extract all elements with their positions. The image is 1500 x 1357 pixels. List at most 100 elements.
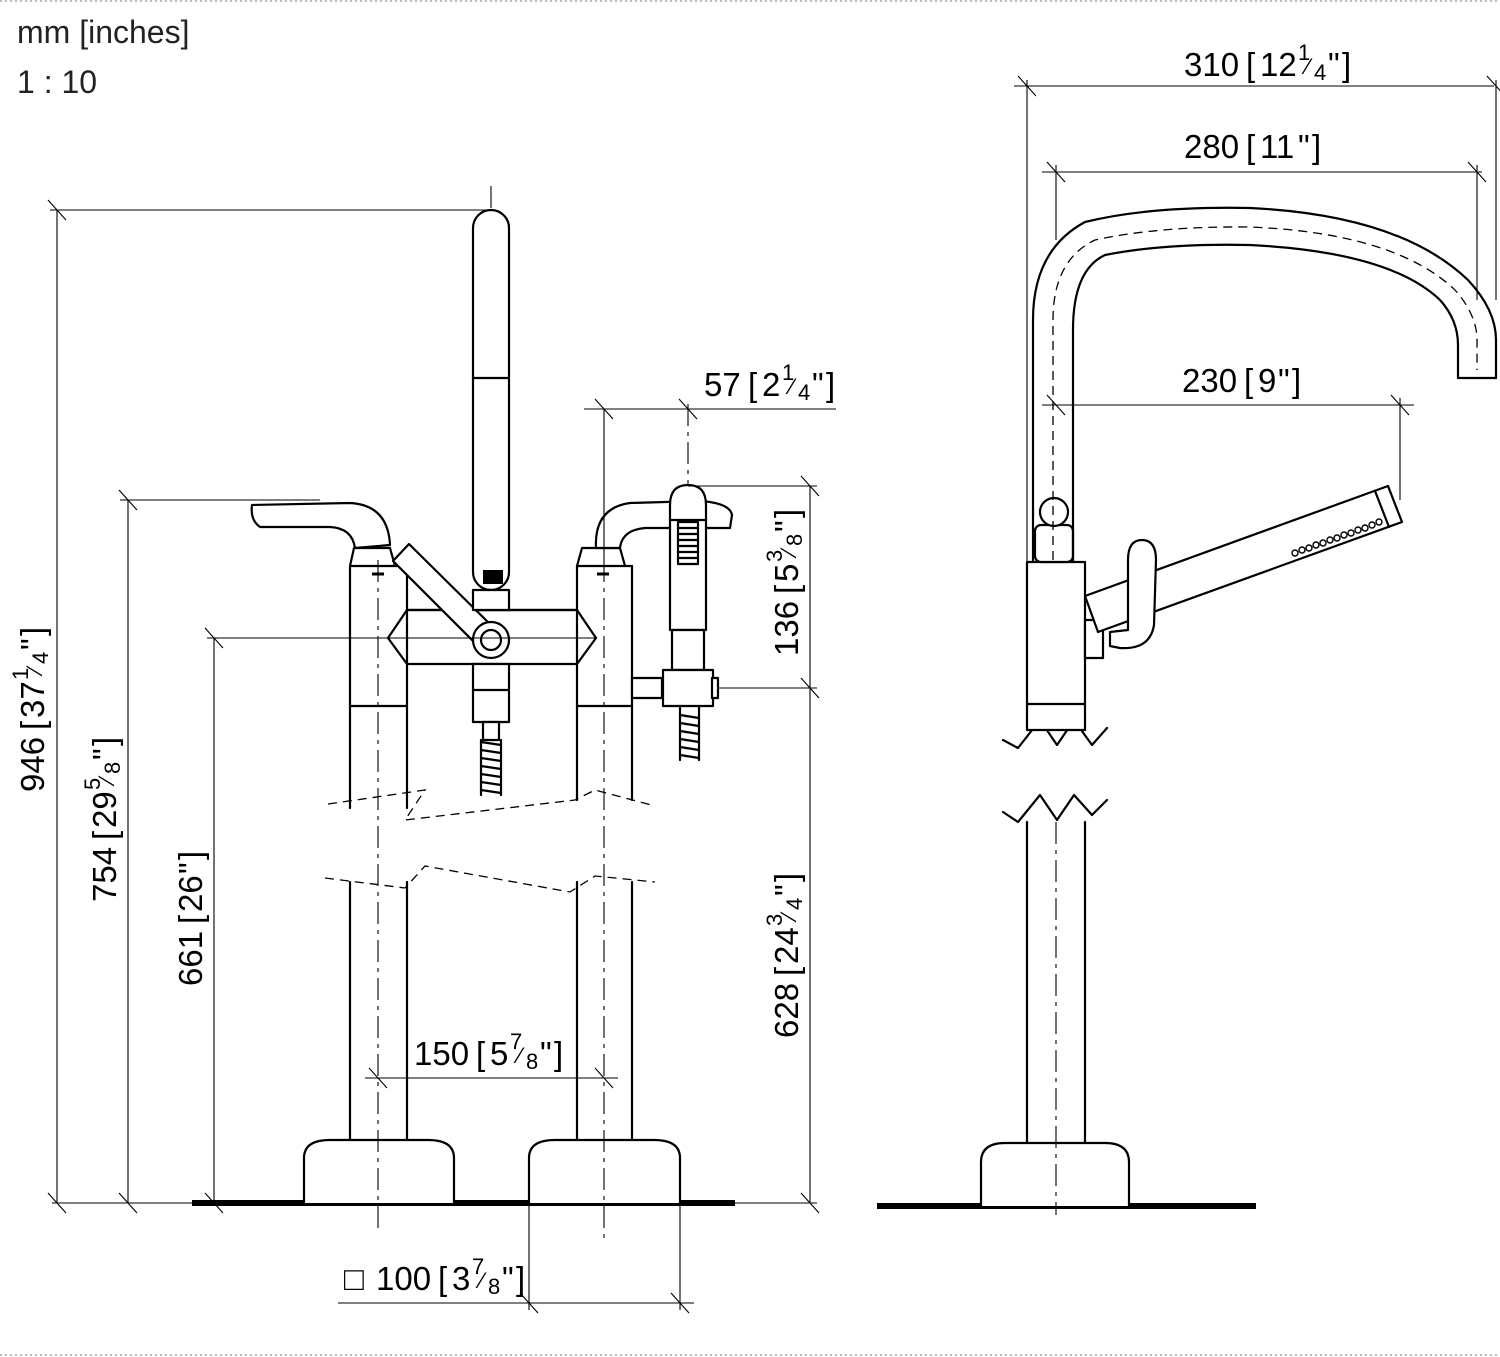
front-dimensions [47, 199, 836, 1314]
dim-label-661: 661 [ 26 " ] [172, 851, 209, 986]
svg-text:3: 3 [762, 914, 787, 926]
svg-text:[: [ [1246, 128, 1255, 165]
front-view [192, 186, 735, 1240]
side-view [877, 206, 1498, 1215]
dim-label-57: 57 [ 2 1 ⁄ 4 " ] [704, 360, 835, 405]
svg-text:[: [ [86, 831, 123, 840]
svg-text:[: [ [768, 585, 805, 594]
svg-text:": " [86, 748, 123, 760]
dim-label-150: 150 [ 5 7 ⁄ 8 " ] [414, 1029, 563, 1074]
handshower-front [471, 208, 511, 592]
lever-handle-right [594, 499, 734, 550]
svg-text:628: 628 [768, 983, 805, 1038]
dim-label-310: 310 [ 12 1 ⁄ 4 " ] [1184, 40, 1351, 85]
svg-text:": " [1328, 46, 1340, 83]
body-outlet [471, 662, 511, 724]
dim-label-280: 280 [ 11 " ] [1184, 128, 1321, 165]
svg-text:[: [ [14, 721, 51, 730]
svg-text:": " [1298, 128, 1310, 165]
dim-label-136: 136 [ 5 3 ⁄ 8 " ] [762, 509, 807, 656]
svg-text:29: 29 [86, 791, 123, 828]
svg-text:4: 4 [798, 380, 810, 405]
svg-text:1: 1 [1298, 40, 1310, 65]
svg-text:4: 4 [782, 898, 807, 910]
svg-text:": " [14, 638, 51, 650]
handshower-button [483, 570, 503, 584]
valve-top-right [575, 546, 627, 568]
svg-text:11: 11 [1260, 128, 1294, 165]
svg-text:]: ] [1342, 46, 1351, 83]
svg-text:3: 3 [452, 1260, 470, 1297]
handshower-holder [630, 483, 720, 762]
svg-text:37: 37 [14, 681, 51, 718]
svg-text:]: ] [172, 851, 209, 860]
svg-text:150: 150 [414, 1035, 469, 1072]
dim-label-946: 946 [ 37 1 ⁄ 4 " ] [8, 627, 53, 792]
svg-text:]: ] [14, 627, 51, 636]
svg-text:1: 1 [782, 360, 794, 385]
svg-text:3: 3 [762, 550, 787, 562]
svg-text:7: 7 [472, 1254, 484, 1279]
svg-text:8: 8 [488, 1274, 500, 1299]
svg-text:5: 5 [80, 778, 105, 790]
lever-handle-side [1108, 538, 1158, 650]
handshower-side [1083, 484, 1404, 634]
lever-handle-left [250, 501, 392, 550]
units-label: mm [inches] [17, 14, 190, 50]
svg-text:2: 2 [762, 366, 780, 403]
dim-label-754: 754 [ 29 5 ⁄ 8 " ] [80, 737, 125, 902]
svg-text:661: 661 [172, 931, 209, 986]
diverter-knob-inner [479, 628, 503, 652]
diverter-knob-side [1038, 496, 1070, 528]
dim-label-230: 230 [ 9 " ] [1182, 362, 1301, 399]
break-line-side-upper [1001, 718, 1109, 750]
base-left [302, 1138, 456, 1203]
svg-text:310: 310 [1184, 46, 1239, 83]
svg-text:7: 7 [510, 1029, 522, 1054]
base-side [979, 1141, 1131, 1206]
leg-left-lower [348, 880, 409, 1142]
svg-text:□: □ [344, 1260, 364, 1297]
svg-text:754: 754 [86, 847, 123, 902]
scale-label: 1 : 10 [17, 64, 98, 100]
dim-label-100: □ 100 [ 3 7 ⁄ 8 " ] [344, 1254, 525, 1299]
svg-text:280: 280 [1184, 128, 1239, 165]
svg-text:[: [ [768, 967, 805, 976]
leg-right-lower [575, 880, 634, 1142]
svg-text:4: 4 [1314, 60, 1326, 85]
svg-text:": " [812, 366, 824, 403]
svg-text:]: ] [516, 1260, 525, 1297]
hose-front-left [479, 738, 503, 797]
side-dimensions [1014, 75, 1500, 562]
svg-text:[: [ [1244, 362, 1253, 399]
break-line-lower [324, 865, 656, 893]
svg-text:12: 12 [1260, 46, 1297, 83]
svg-text:26: 26 [172, 875, 209, 912]
svg-text:5: 5 [768, 564, 805, 582]
dim-label-628: 628 [ 24 3 ⁄ 4 " ] [762, 873, 807, 1038]
svg-text:]: ] [554, 1035, 563, 1072]
svg-text:100: 100 [376, 1260, 431, 1297]
svg-text:[: [ [476, 1035, 485, 1072]
svg-text:]: ] [826, 366, 835, 403]
svg-text:": " [768, 884, 805, 896]
svg-text:[: [ [748, 366, 757, 403]
spout-centerline [1052, 226, 1478, 560]
svg-text:]: ] [1292, 362, 1301, 399]
svg-text:1: 1 [8, 668, 33, 680]
svg-text:24: 24 [768, 927, 805, 964]
break-line-side-lower [1001, 793, 1109, 824]
svg-text:": " [172, 862, 209, 874]
svg-text:]: ] [768, 873, 805, 882]
svg-text:230: 230 [1182, 362, 1237, 399]
svg-text:4: 4 [28, 652, 53, 664]
svg-text:]: ] [86, 737, 123, 746]
svg-text:": " [540, 1035, 552, 1072]
valve-top-left [348, 546, 397, 568]
body-side [1025, 560, 1087, 732]
svg-text:[: [ [172, 915, 209, 924]
svg-text:": " [768, 520, 805, 532]
svg-text:": " [502, 1260, 514, 1297]
svg-text:946: 946 [14, 737, 51, 792]
